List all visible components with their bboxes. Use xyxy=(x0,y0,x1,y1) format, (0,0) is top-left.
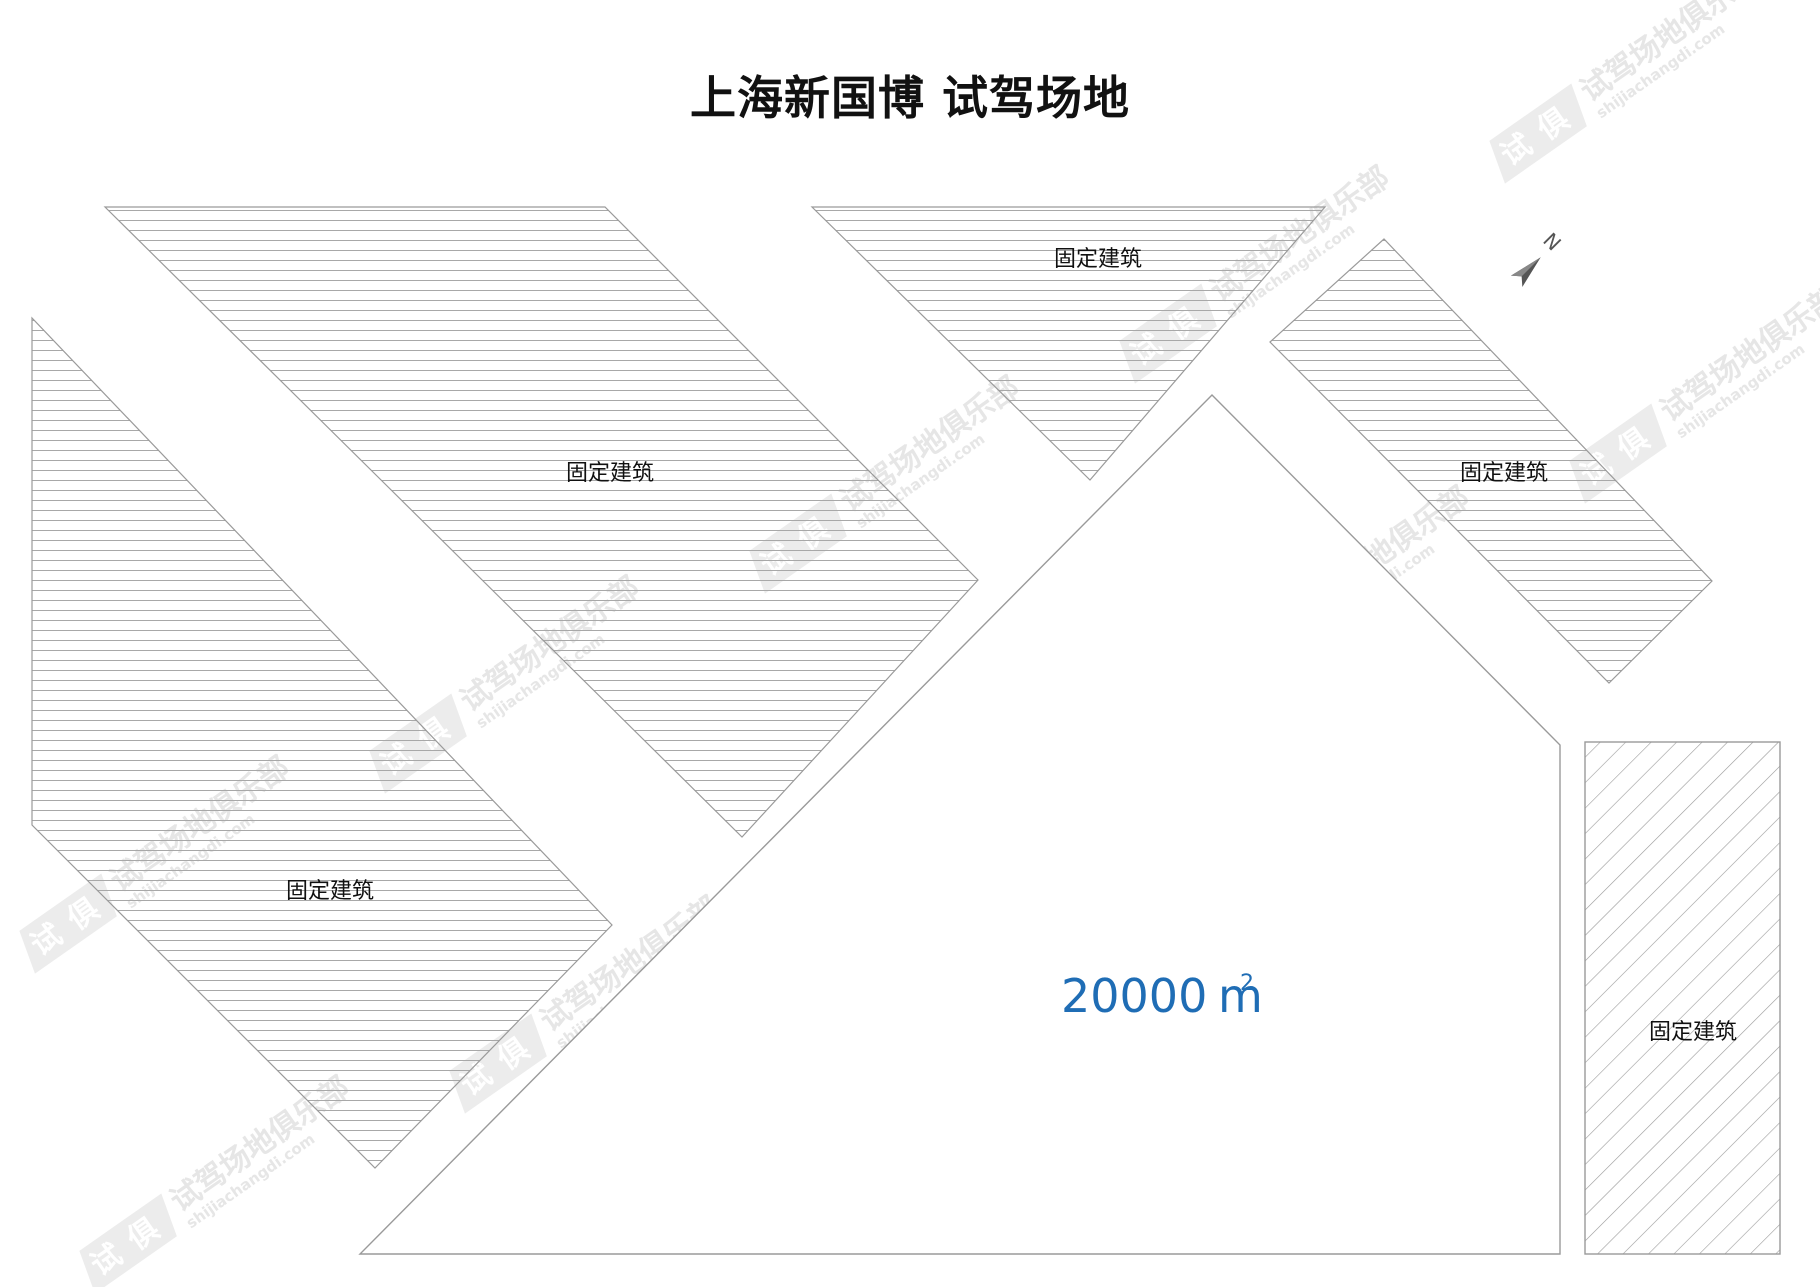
north-label: N xyxy=(1538,228,1566,256)
area-label: 20000 xyxy=(1061,969,1207,1023)
building-label: 固定建筑 xyxy=(1460,461,1548,486)
building-label: 固定建筑 xyxy=(1649,1020,1737,1045)
test-driving-area xyxy=(358,394,1561,1255)
building-1 xyxy=(31,316,613,1169)
building-5 xyxy=(1584,741,1781,1255)
building-2 xyxy=(103,206,979,838)
north-arrow-icon xyxy=(1511,257,1541,287)
building-label: 固定建筑 xyxy=(286,879,374,904)
area-unit: m xyxy=(1218,969,1263,1023)
building-label: 固定建筑 xyxy=(1054,247,1142,272)
building-3 xyxy=(810,206,1327,481)
building-label: 固定建筑 xyxy=(566,461,654,486)
page-title: 上海新国博 试驾场地 xyxy=(689,71,1130,125)
area-unit-superscript: 2 xyxy=(1240,971,1254,996)
building-4 xyxy=(1269,238,1713,684)
